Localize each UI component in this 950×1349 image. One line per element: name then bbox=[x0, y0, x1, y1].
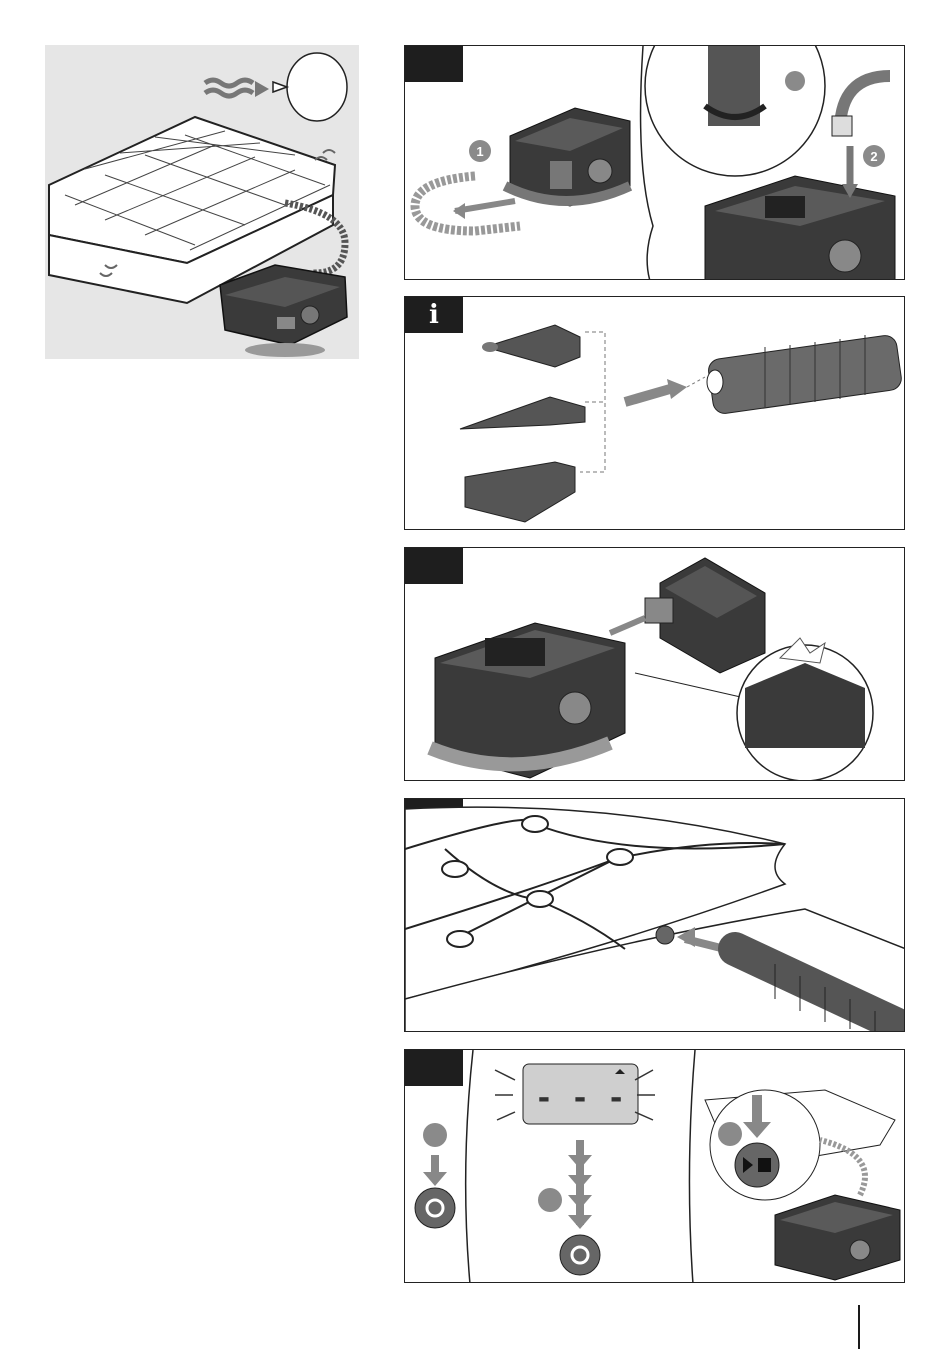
figure-panel-4 bbox=[404, 798, 905, 1032]
compressor-illustration bbox=[430, 623, 625, 778]
power-button-icon bbox=[415, 1188, 455, 1228]
nozzle-adapter-2 bbox=[460, 397, 585, 429]
figure-panel-5: - - - bbox=[404, 1049, 905, 1283]
figure-panel-2: i bbox=[404, 296, 905, 530]
figure-panel-1: 1 2 bbox=[404, 45, 905, 280]
figure-panel-3 bbox=[404, 547, 905, 781]
display-readout: - - - bbox=[535, 1081, 625, 1116]
nozzle-adapter-3 bbox=[465, 462, 575, 522]
step-badge bbox=[423, 1123, 447, 1147]
compressor-illustration bbox=[505, 108, 630, 206]
nozzle-adapter-1 bbox=[482, 325, 580, 367]
balloon-icon bbox=[205, 53, 347, 121]
overview-illustration bbox=[45, 45, 359, 359]
arrow-icon bbox=[610, 618, 645, 633]
step-badge bbox=[538, 1188, 562, 1212]
step-number: 1 bbox=[476, 144, 483, 159]
step-number: 2 bbox=[870, 149, 877, 164]
start-stop-button-icon bbox=[735, 1143, 779, 1187]
arrow-icon bbox=[625, 389, 670, 402]
power-button-icon bbox=[560, 1235, 600, 1275]
battery-pack-illustration bbox=[645, 558, 765, 673]
compressor-illustration bbox=[705, 176, 895, 280]
page-edge-marker bbox=[858, 1305, 860, 1349]
valve-icon bbox=[656, 926, 674, 944]
compressor-illustration bbox=[220, 265, 347, 357]
step-badge bbox=[718, 1122, 742, 1146]
hose-end-illustration bbox=[707, 334, 903, 415]
compressor-illustration bbox=[775, 1195, 900, 1280]
